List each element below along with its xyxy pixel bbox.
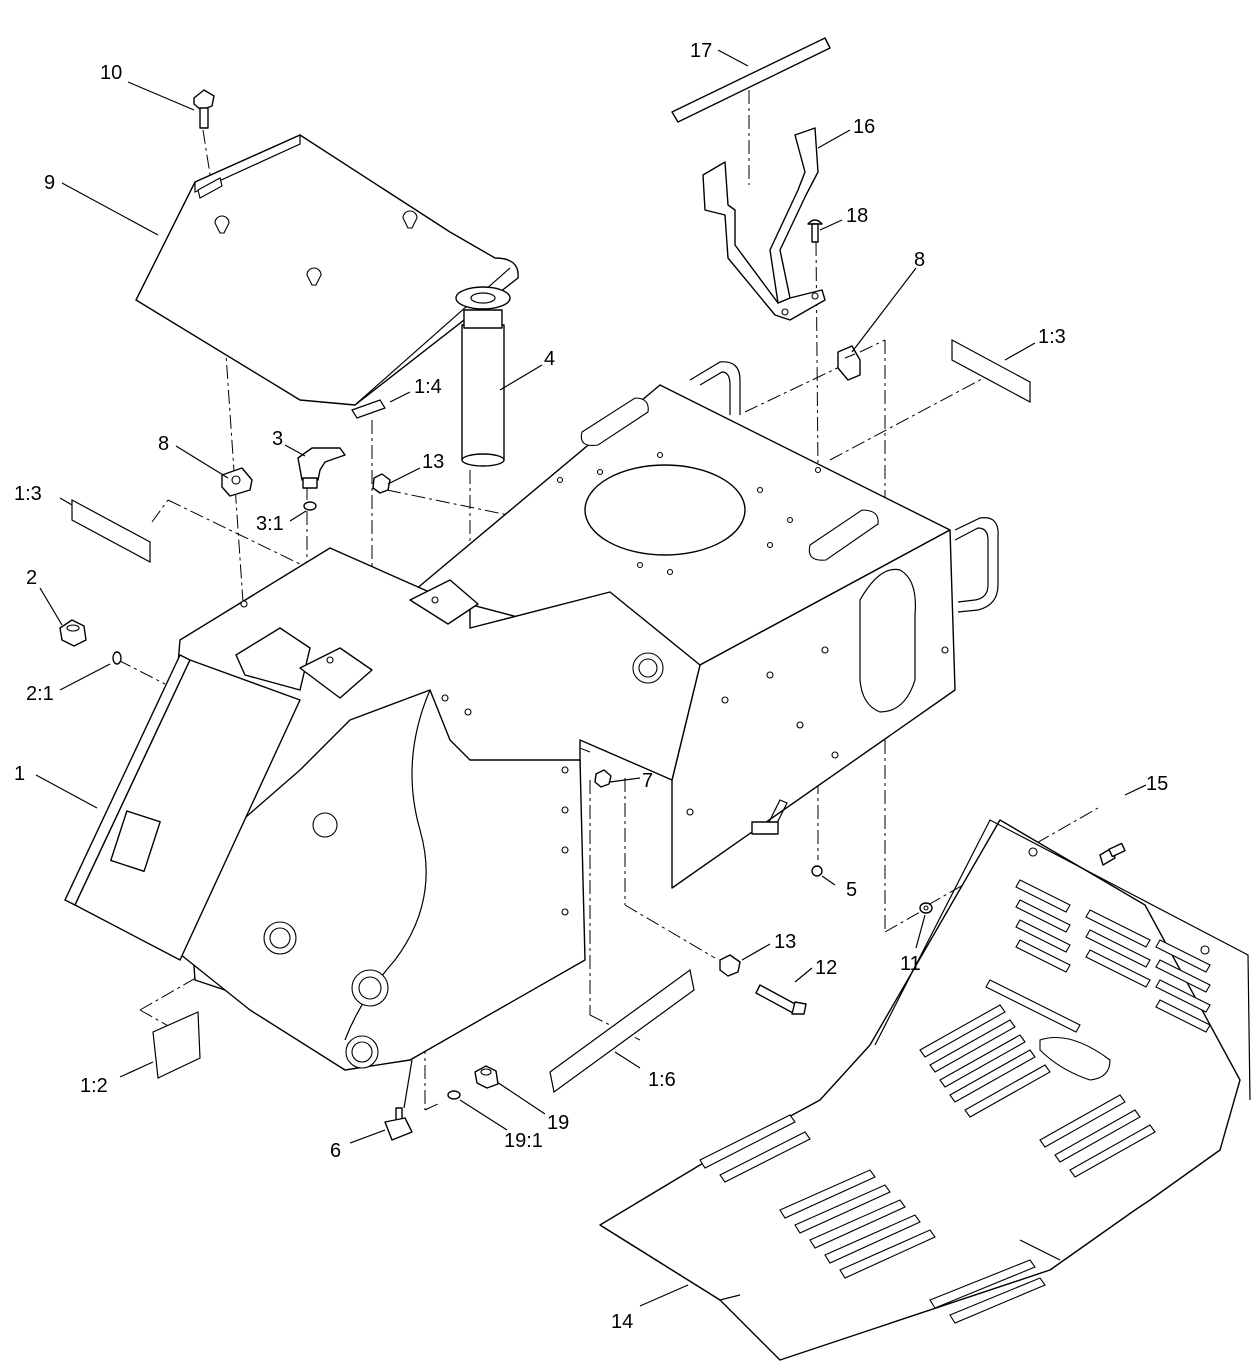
callout-9: 9: [44, 172, 55, 194]
callout-14: 14: [611, 1311, 633, 1333]
screw-part-18: [807, 219, 823, 243]
washer-part-11: [919, 902, 933, 914]
callout-13-upper: 13: [422, 451, 444, 473]
callout-16: 16: [853, 116, 875, 138]
foot-part-6: [384, 1107, 413, 1141]
decal-1-6: [549, 968, 695, 1094]
callout-10: 10: [100, 62, 122, 84]
pin-part-12: [755, 984, 807, 1015]
callout-1-2: 1:2: [80, 1075, 108, 1097]
decal-1-3-left: [71, 498, 151, 564]
bracket-part-16: [702, 127, 826, 321]
decal-1-4: [351, 399, 386, 419]
callout-3: 3: [272, 428, 283, 450]
callout-5: 5: [846, 879, 857, 901]
callout-2: 2: [26, 567, 37, 589]
nut-upper: [372, 473, 391, 494]
upper-cover-plate: [135, 134, 519, 406]
callout-1-6: 1:6: [648, 1069, 676, 1091]
callout-1-3-left: 1:3: [14, 483, 42, 505]
callout-19-1: 19:1: [504, 1130, 543, 1152]
callout-19: 19: [547, 1112, 569, 1134]
callout-13-lower: 13: [774, 931, 796, 953]
callout-12: 12: [815, 957, 837, 979]
callout-4: 4: [544, 348, 555, 370]
callout-8-right: 8: [914, 249, 925, 271]
cover-bolt: [193, 89, 215, 129]
callout-11: 11: [900, 953, 921, 975]
callout-6: 6: [330, 1140, 341, 1162]
callout-3-1: 3:1: [256, 513, 284, 535]
callout-17: 17: [690, 40, 712, 62]
nut-lower: [719, 954, 741, 977]
floor-plate-vents: [699, 879, 1211, 1324]
clip-nut-left: [221, 467, 253, 497]
filter-element: [455, 286, 511, 467]
grommet-part-5: [811, 865, 823, 877]
elbow-fitting: [297, 447, 346, 511]
nut-part-7: [594, 769, 612, 788]
decal-1-2: [152, 1011, 201, 1079]
callout-1-4: 1:4: [414, 376, 442, 398]
bolt-part-15: [1099, 842, 1126, 866]
callout-labels: 1 1:2 1:3 1:3 1:4 1:6 2 2:1 3 3:1 4 5 6 …: [14, 40, 1168, 1333]
callout-1: 1: [14, 763, 25, 785]
clip-nut-right: [837, 345, 861, 381]
floor-plate: [599, 819, 1251, 1361]
callout-8-left: 8: [158, 433, 169, 455]
main-frame: [64, 361, 999, 1071]
callout-1-3-right: 1:3: [1038, 326, 1066, 348]
decal-1-3-right: [951, 338, 1031, 404]
leader-lines: [35, 49, 1147, 1307]
callout-18: 18: [846, 205, 868, 227]
plug-part-19: [447, 1065, 499, 1100]
callout-15: 15: [1146, 773, 1168, 795]
strip-part-17: [671, 37, 831, 123]
decals: [71, 338, 1031, 1094]
plug-part-2: [59, 619, 122, 665]
callout-2-1: 2:1: [26, 683, 54, 705]
callout-7: 7: [642, 770, 653, 792]
